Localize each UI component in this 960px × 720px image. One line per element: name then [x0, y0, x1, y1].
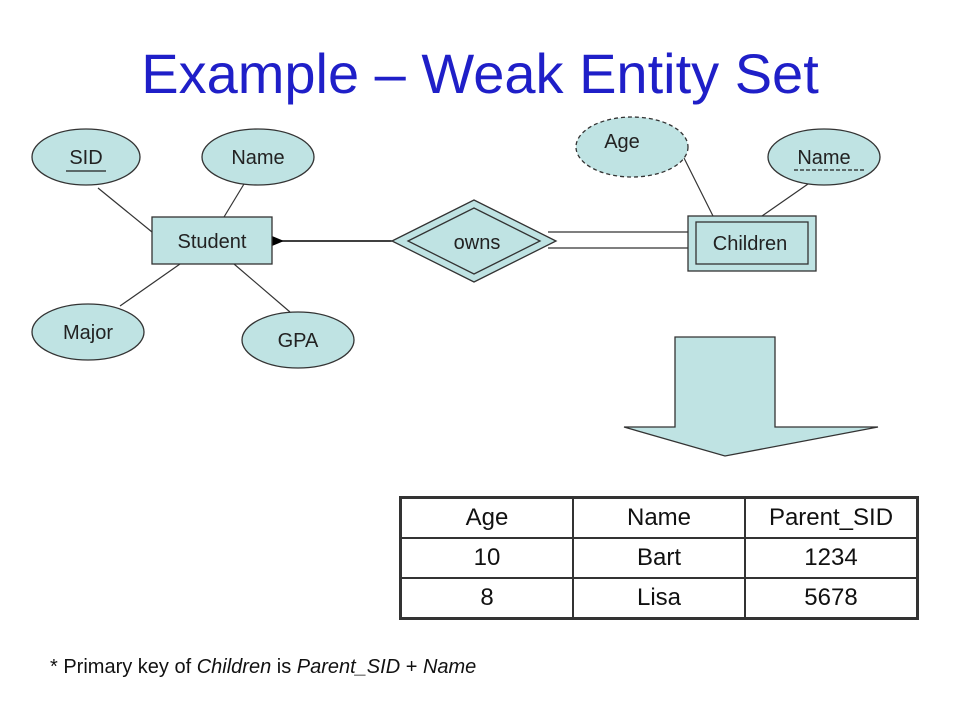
- attr-child-name-ellipse: [767, 128, 881, 186]
- table-row: 10 Bart 1234: [399, 537, 919, 579]
- table-header-name: Name: [572, 496, 746, 539]
- attr-student-name-label: Name: [231, 147, 284, 169]
- table-cell: 5678: [744, 577, 919, 620]
- owns-relationship-inner: [406, 207, 542, 275]
- children-entity-label: Children: [713, 233, 787, 255]
- attr-major-ellipse: [31, 303, 145, 361]
- footnote-key1: Parent_SID: [296, 656, 401, 678]
- line-sid-student: [97, 187, 153, 233]
- footnote-prefix: * Primary key of: [50, 656, 197, 678]
- footnote-plus: +: [400, 656, 423, 678]
- line-name-student: [223, 183, 245, 218]
- table-header-parent-sid: Parent_SID: [744, 496, 919, 539]
- line-gpa-student: [233, 263, 291, 313]
- attr-gpa-label: GPA: [278, 330, 319, 352]
- primary-key-footnote: * Primary key of Children is Parent_SID …: [50, 656, 476, 679]
- table-cell: 1234: [744, 537, 919, 579]
- owns-relationship-label: owns: [454, 232, 501, 254]
- attr-student-name-ellipse: [201, 128, 315, 186]
- attr-age-ellipse: [575, 116, 689, 178]
- attr-sid-ellipse: [31, 128, 141, 186]
- table-cell: 8: [399, 577, 574, 620]
- line-major-student: [119, 263, 181, 307]
- attr-gpa-ellipse: [241, 311, 355, 369]
- attr-major-label: Major: [63, 322, 113, 344]
- attr-age-label: Age: [604, 131, 640, 153]
- footnote-middle: is: [271, 656, 297, 678]
- student-entity: [151, 216, 273, 265]
- attr-child-name-label: Name: [797, 147, 850, 169]
- transform-down-arrow: [623, 336, 879, 457]
- table-cell: Bart: [572, 537, 746, 579]
- children-entity-inner: [695, 221, 809, 265]
- relation-table: Age Name Parent_SID 10 Bart 1234 8 Lisa …: [399, 496, 919, 620]
- table-header-age: Age: [399, 496, 574, 539]
- attr-sid-label: SID: [69, 147, 102, 169]
- slide-title: Example – Weak Entity Set: [141, 42, 819, 105]
- line-age-children: [681, 153, 714, 217]
- footnote-entity: Children: [196, 656, 272, 678]
- table-header-row: Age Name Parent_SID: [399, 496, 919, 539]
- table-cell: 10: [399, 537, 574, 579]
- table-cell: Lisa: [572, 577, 746, 620]
- line-name-children: [761, 183, 809, 217]
- footnote-key2: Name: [422, 656, 477, 678]
- table-row: 8 Lisa 5678: [399, 577, 919, 620]
- er-diagram: Student Children owns SID Name Major GPA…: [31, 116, 881, 457]
- student-entity-label: Student: [178, 231, 247, 253]
